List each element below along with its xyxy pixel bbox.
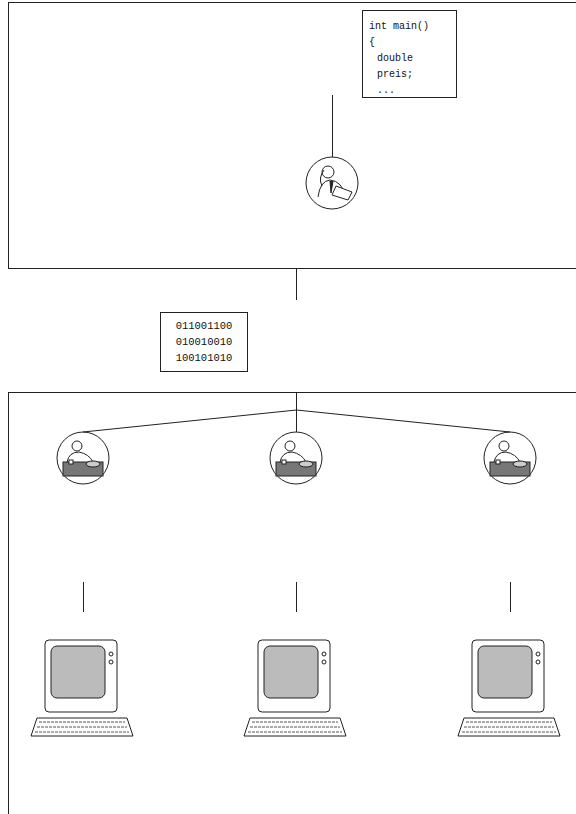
screen [51, 646, 105, 698]
code-line: ... [369, 83, 450, 99]
knob [536, 652, 540, 656]
screen [478, 646, 532, 698]
icon-circle [484, 432, 536, 484]
monitor [258, 640, 330, 712]
knob [109, 652, 113, 656]
computer-icon [244, 640, 346, 736]
user-icon [57, 432, 109, 484]
lower-frame [9, 393, 576, 814]
knob [109, 660, 113, 664]
leader-line [296, 392, 297, 410]
user-icon [270, 432, 322, 484]
keyboard [244, 718, 346, 736]
head [499, 441, 509, 451]
plate [86, 461, 100, 467]
computer-icon [458, 640, 560, 736]
monitor [45, 640, 117, 712]
plate [299, 461, 313, 467]
branch-line [296, 410, 297, 432]
monitor [472, 640, 544, 712]
knob [322, 660, 326, 664]
knob [536, 660, 540, 664]
head [72, 441, 82, 451]
branch-line [297, 410, 511, 432]
keys [35, 722, 129, 732]
screen [264, 646, 318, 698]
plate [513, 461, 527, 467]
cup [496, 460, 500, 464]
cup [69, 460, 73, 464]
keyboard [31, 718, 133, 736]
branch-line [83, 410, 297, 432]
binary-code: 011001100 010010010 100101010 [165, 318, 243, 366]
knob [322, 652, 326, 656]
source-code-box: int main(){double preis;... [362, 10, 457, 98]
upper-frame [9, 3, 576, 269]
head [285, 441, 295, 451]
tie [330, 181, 333, 193]
user-icon [484, 432, 536, 484]
head [322, 166, 334, 178]
code-line: int main() [369, 19, 450, 35]
keyboard [458, 718, 560, 736]
leader-line [296, 268, 297, 300]
computer-icon [31, 640, 133, 736]
leader-line [332, 95, 333, 157]
paper [332, 186, 352, 200]
leader-line [510, 582, 511, 612]
icon-circle [306, 157, 358, 209]
icon-circle [57, 432, 109, 484]
icon-circle [270, 432, 322, 484]
keys [462, 722, 556, 732]
leader-line [296, 582, 297, 612]
code-line: { [369, 35, 450, 51]
arm [320, 170, 324, 186]
cup [282, 460, 286, 464]
leader-line [83, 582, 84, 612]
keys [248, 722, 342, 732]
programmer-icon [306, 157, 358, 209]
code-line: double preis; [369, 51, 450, 83]
machine-code-box: 011001100 010010010 100101010 [160, 312, 248, 372]
